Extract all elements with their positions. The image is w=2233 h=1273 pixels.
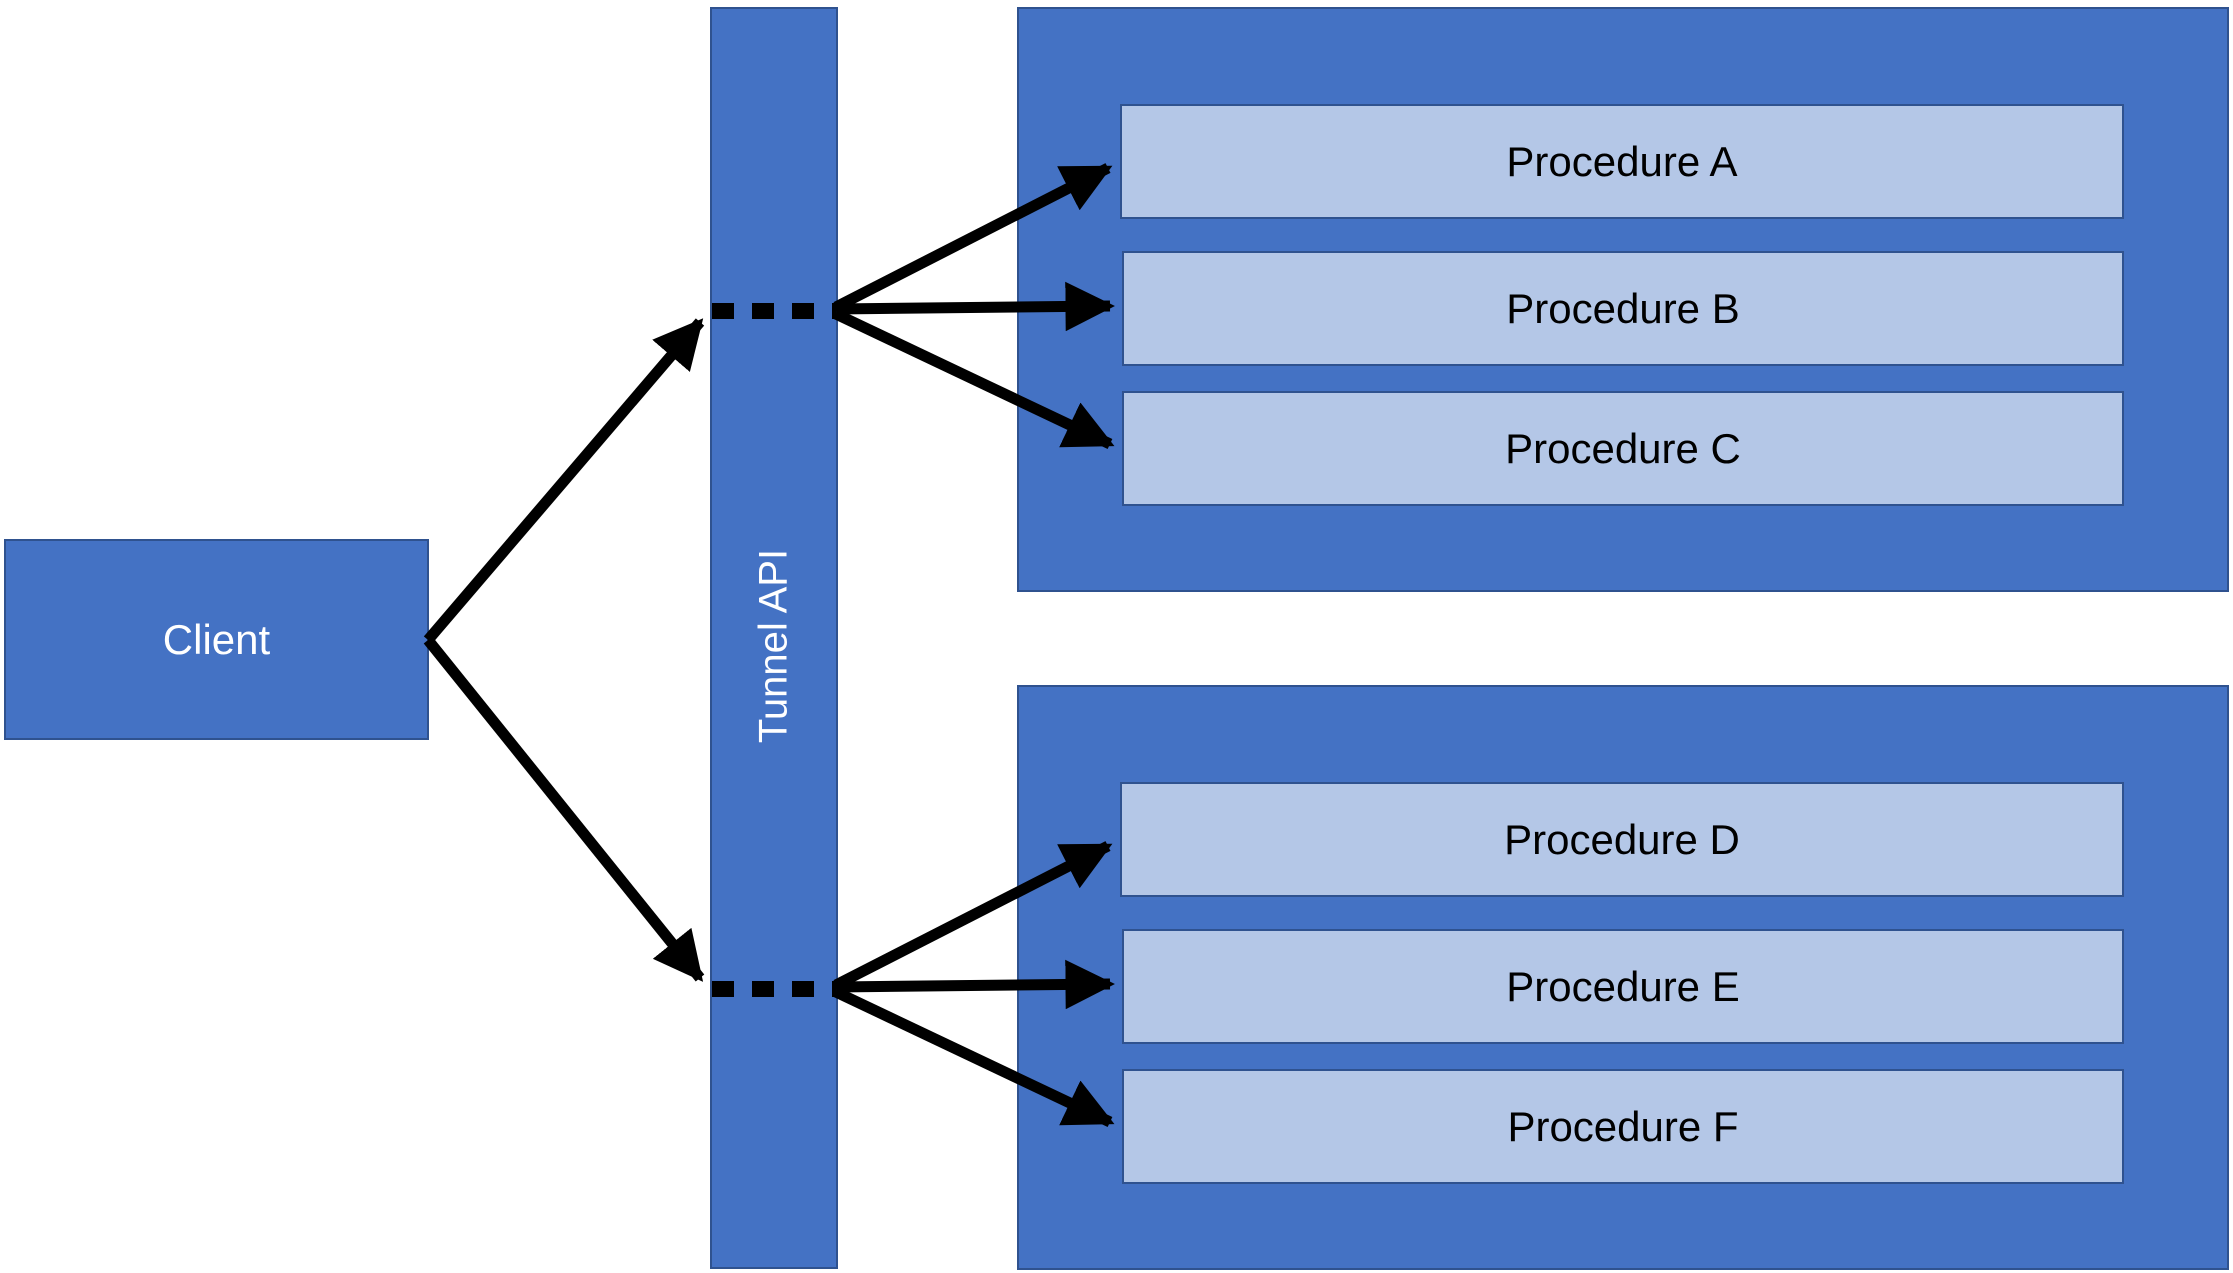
arrow-client-to-tunnel-top bbox=[423, 318, 705, 644]
procedure-e-box: Procedure E bbox=[1122, 929, 2124, 1044]
procedure-a-label: Procedure A bbox=[1506, 137, 1738, 185]
tunnel-api-label: Tunnel API bbox=[751, 548, 796, 744]
procedure-c-box: Procedure C bbox=[1122, 391, 2124, 506]
procedure-e-label: Procedure E bbox=[1506, 962, 1740, 1010]
client-box: Client bbox=[4, 539, 429, 740]
procedure-a-box: Procedure A bbox=[1120, 104, 2124, 219]
procedure-f-label: Procedure F bbox=[1507, 1102, 1739, 1150]
arrow-client-to-tunnel-bottom bbox=[423, 636, 705, 982]
tunnel-api-column: Tunnel API bbox=[710, 7, 838, 1269]
client-label: Client bbox=[162, 615, 271, 663]
procedure-b-box: Procedure B bbox=[1122, 251, 2124, 366]
procedure-d-label: Procedure D bbox=[1504, 815, 1740, 863]
procedure-b-label: Procedure B bbox=[1506, 284, 1740, 332]
procedure-c-label: Procedure C bbox=[1505, 424, 1741, 472]
procedure-d-box: Procedure D bbox=[1120, 782, 2124, 897]
procedure-f-box: Procedure F bbox=[1122, 1069, 2124, 1184]
